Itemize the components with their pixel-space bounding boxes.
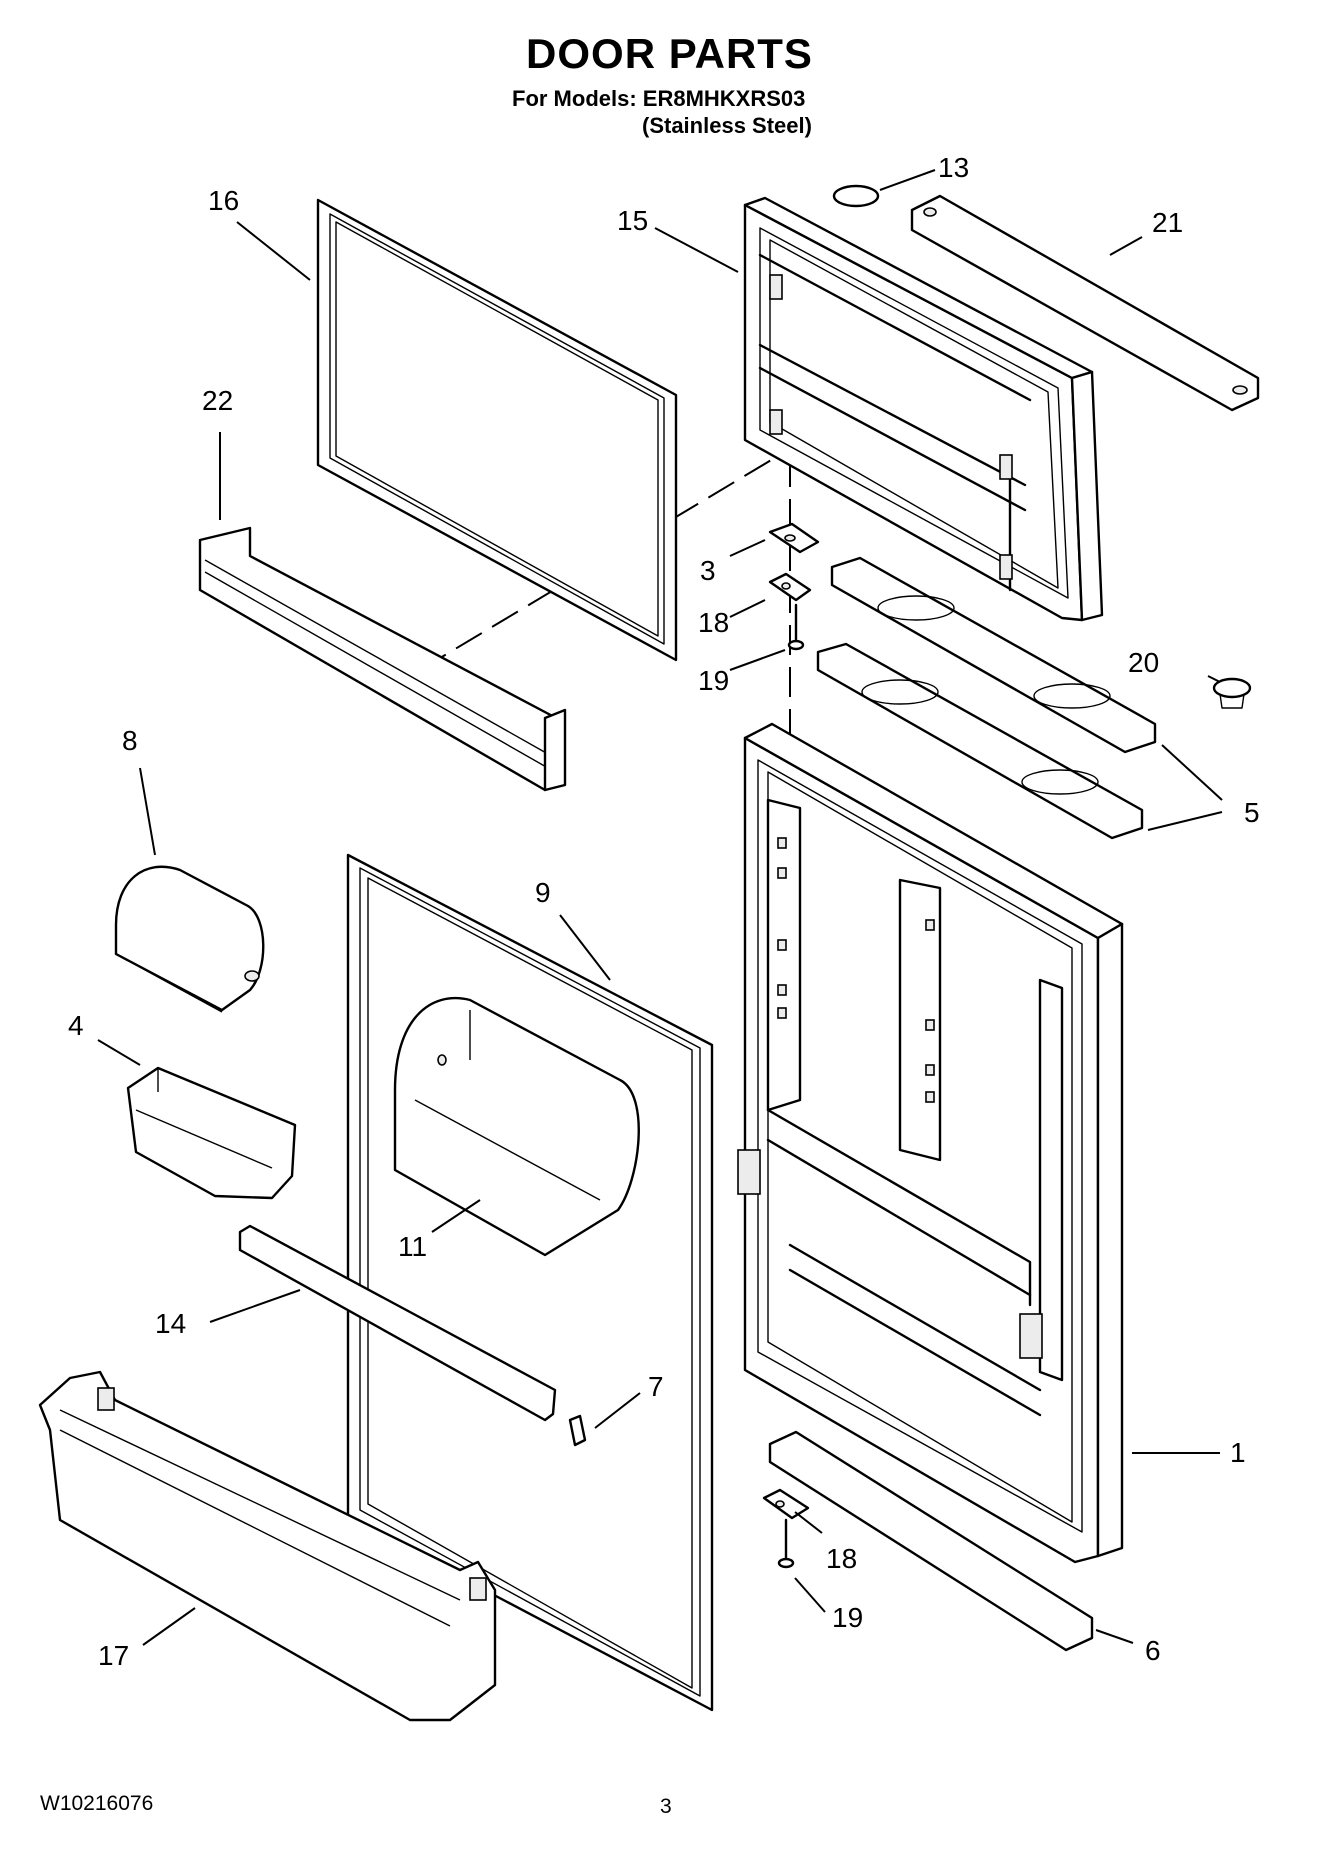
part-1-fresh-food-door	[737, 722, 1124, 1564]
callout-17: 17	[98, 1640, 129, 1671]
part-13-plug	[832, 184, 880, 208]
callout-13: 13	[938, 152, 969, 183]
part-21-top-cover	[910, 194, 1260, 412]
callout-20: 20	[1128, 647, 1159, 678]
callout-7: 7	[648, 1371, 664, 1402]
callout-1: 1	[1230, 1437, 1246, 1468]
callout-21: 21	[1152, 207, 1183, 238]
part-4-small-bin	[126, 1066, 297, 1200]
callout-19-lower: 19	[832, 1602, 863, 1633]
model-line: For Models: ER8MHKXRS03	[512, 86, 806, 111]
callout-18-lower: 18	[826, 1543, 857, 1574]
callout-4: 4	[68, 1010, 84, 1041]
part-14-retainer-bar	[238, 1224, 557, 1422]
part-19-lower-screw	[777, 1518, 795, 1569]
part-18-upper-hinge	[768, 572, 812, 602]
callout-8: 8	[122, 725, 138, 756]
callout-3: 3	[700, 555, 716, 586]
part-16-freezer-gasket	[316, 198, 678, 662]
document-number: W10216076	[40, 1792, 154, 1815]
part-17-door-bin	[38, 1370, 497, 1722]
callout-labels: 16 15 13 21 22 3 18 19 20 5 8 9 4 11 14 …	[68, 152, 1260, 1671]
part-5-trim-upper	[830, 556, 1157, 754]
callout-22: 22	[202, 385, 233, 416]
callout-14: 14	[155, 1308, 186, 1339]
part-3-hinge-pin	[768, 522, 820, 554]
callout-15: 15	[617, 205, 648, 236]
part-18-lower-hinge	[762, 1488, 810, 1520]
callout-9: 9	[535, 877, 551, 908]
callout-19-upper: 19	[698, 665, 729, 696]
part-15-freezer-door	[743, 196, 1104, 622]
shelf-support-studs	[777, 837, 935, 1103]
part-6-bottom-cover	[768, 1430, 1094, 1652]
callout-11: 11	[398, 1231, 427, 1262]
part-20-button-plug	[1212, 677, 1252, 709]
part-19-upper-screw	[787, 603, 805, 651]
callout-5: 5	[1244, 797, 1260, 828]
callout-16: 16	[208, 185, 239, 216]
page-number: 3	[660, 1795, 672, 1818]
callout-18-upper: 18	[698, 607, 729, 638]
callout-6: 6	[1145, 1635, 1161, 1666]
page-title: DOOR PARTS	[526, 30, 813, 77]
part-5-trim-lower	[816, 642, 1144, 840]
finish-line: (Stainless Steel)	[642, 113, 812, 138]
part-11-dairy-compartment	[393, 997, 640, 1257]
part-8-dairy-door	[114, 865, 265, 1013]
part-7-end-cap	[568, 1414, 587, 1447]
leader-lines	[97, 169, 1223, 1646]
part-22-freezer-shelf	[198, 526, 567, 792]
